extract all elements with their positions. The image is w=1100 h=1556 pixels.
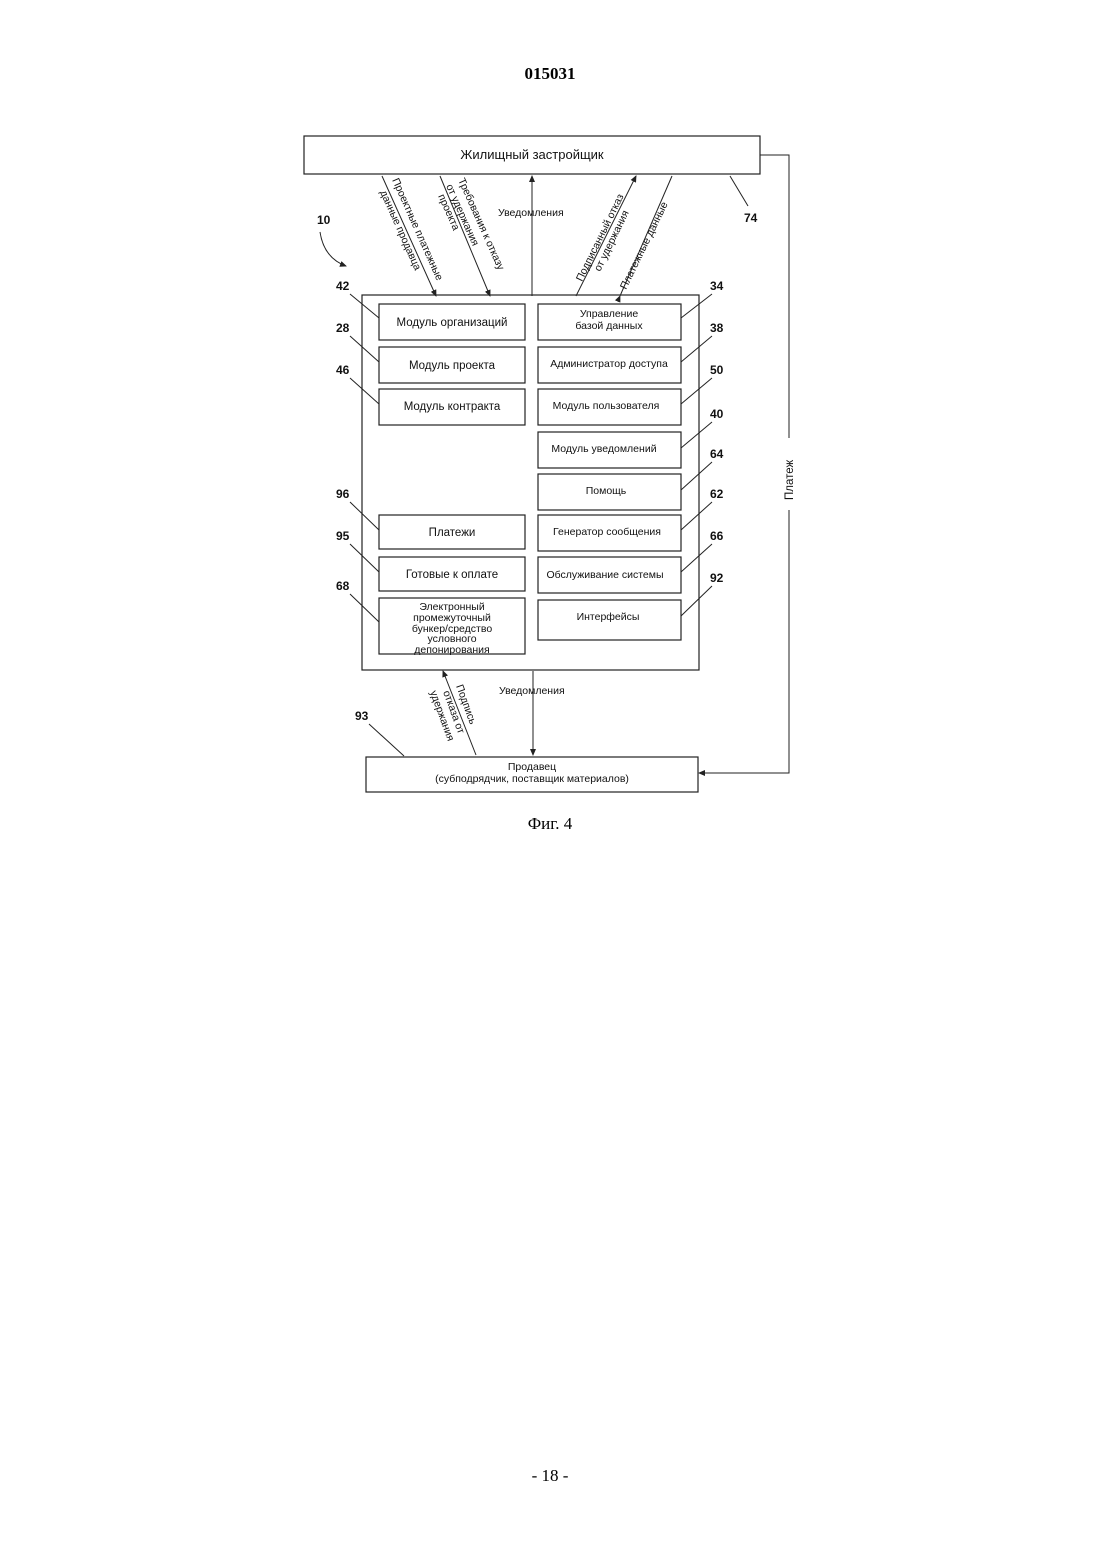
ref-38: 38 bbox=[710, 321, 724, 335]
ref-42: 42 bbox=[336, 279, 350, 293]
page-number: - 18 - bbox=[0, 1466, 1100, 1486]
module-database-line2: базой данных bbox=[575, 320, 643, 332]
module-escrow-line5: депонирования bbox=[414, 644, 489, 656]
ref-74: 74 bbox=[744, 211, 758, 225]
ref-95: 95 bbox=[336, 529, 350, 543]
module-system-maintenance-label: Обслуживание системы bbox=[546, 569, 663, 581]
flow-notifications-top: Уведомления bbox=[498, 207, 564, 219]
ref-64: 64 bbox=[710, 447, 724, 461]
ref-28: 28 bbox=[336, 321, 350, 335]
ref-50: 50 bbox=[710, 363, 724, 377]
flow-payment: Платеж bbox=[784, 459, 796, 500]
module-notifications-label: Модуль уведомлений bbox=[551, 443, 656, 455]
module-database-line1: Управление bbox=[580, 308, 639, 320]
developer-label: Жилищный застройщик bbox=[460, 147, 604, 162]
module-ready-to-pay-label: Готовые к оплате bbox=[406, 569, 498, 581]
module-payments-label: Платежи bbox=[429, 527, 476, 539]
module-message-generator-label: Генератор сообщения bbox=[553, 526, 661, 538]
module-contract-label: Модуль контракта bbox=[404, 401, 501, 413]
ref-40: 40 bbox=[710, 407, 724, 421]
ref-46: 46 bbox=[336, 363, 350, 377]
ref-92: 92 bbox=[710, 571, 724, 585]
vendor-line1: Продавец bbox=[508, 761, 556, 773]
module-organizations-label: Модуль организаций bbox=[397, 317, 508, 329]
vendor-line2: (субподрядчик, поставщик материалов) bbox=[435, 773, 629, 785]
flow-notifications-bottom: Уведомления bbox=[499, 685, 565, 697]
module-access-admin-label: Администратор доступа bbox=[550, 358, 668, 370]
ref-66: 66 bbox=[710, 529, 724, 543]
ref-93: 93 bbox=[355, 709, 369, 723]
module-interfaces-label: Интерфейсы bbox=[577, 611, 640, 623]
module-help-label: Помощь bbox=[586, 485, 627, 497]
ref-62: 62 bbox=[710, 487, 724, 501]
ref-34: 34 bbox=[710, 279, 724, 293]
ref-96: 96 bbox=[336, 487, 350, 501]
module-user-label: Модуль пользователя bbox=[553, 400, 660, 412]
figure-caption: Фиг. 4 bbox=[0, 814, 1100, 834]
ref-68: 68 bbox=[336, 579, 350, 593]
ref-10: 10 bbox=[317, 213, 331, 227]
module-project-label: Модуль проекта bbox=[409, 360, 496, 372]
